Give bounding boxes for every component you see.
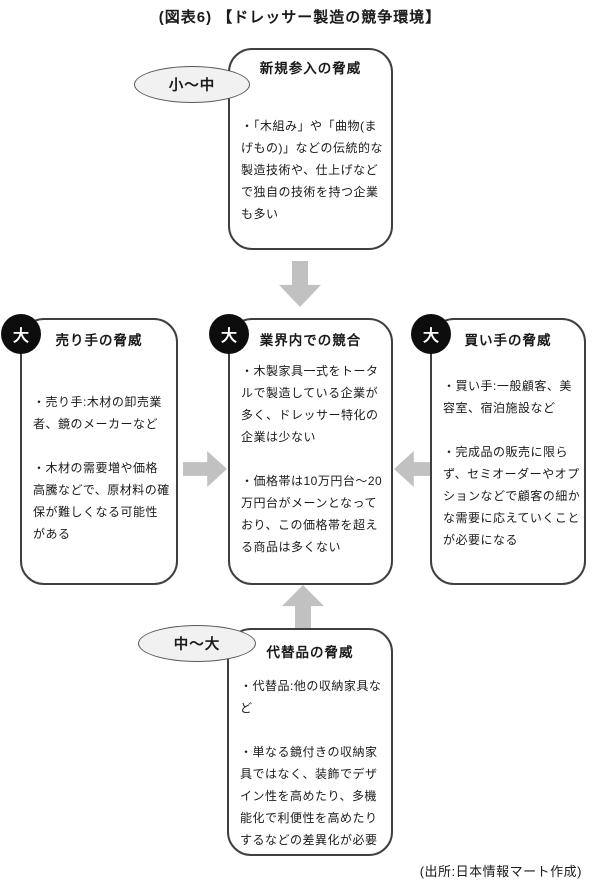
diagram-title: (図表6) 【ドレッサー製造の競争環境】 [158, 9, 442, 26]
bullet-text: ・価格帯は10万円台〜20万円台がメーンとなっており、この価格帯を超える商品は多… [241, 474, 383, 554]
node-substitutes: 中〜大 代替品の脅威 ・代替品:他の収納家具など ・単なる鏡付きの収納家具ではな… [138, 625, 393, 856]
node-body: ・買い手:一般顧客、美容室、宿泊施設など ・完成品の販売に限らず、セミオーダーや… [432, 375, 584, 551]
node-suppliers: 大 売り手の脅威 ・売り手:木材の卸売業者、鏡のメーカーなど ・木材の需要増や価… [1, 314, 178, 585]
node-body: ・代替品:他の収納家具など ・単なる鏡付きの収納家具ではなく、装飾でデザイン性を… [229, 675, 391, 851]
source-note: (出所:日本情報マート作成) [419, 864, 582, 879]
node-header: 代替品の脅威 [266, 645, 354, 660]
bullet-text: ・単なる鏡付きの収納家具ではなく、装飾でデザイン性を高めたり、多機能化で利便性を… [240, 745, 378, 847]
node-header: 買い手の脅威 [464, 333, 552, 348]
node-header: 新規参入の脅威 [259, 61, 362, 76]
threat-level-badge: 大 [1, 314, 41, 354]
threat-level-badge: 中〜大 [138, 625, 256, 662]
threat-level-badge: 大 [209, 314, 249, 354]
node-header: 売り手の脅威 [55, 333, 143, 348]
bullet-text: ・木材の需要増や価格高騰などで、原材料の確保が難しくなる可能性がある [33, 461, 170, 541]
bullet-text: ・木製家具一式をトータルで製造している企業が多く、ドレッサー特化の企業は少ない [241, 364, 379, 444]
node-body: ・「木組み」や「曲物(まげもの)」などの伝統的な製造技術や、仕上げなどで独自の技… [230, 115, 391, 225]
node-body: ・売り手:木材の卸売業者、鏡のメーカーなど ・木材の需要増や価格高騰などで、原材… [22, 391, 176, 545]
arrow-right-icon [183, 451, 227, 487]
arrow-down-icon [279, 261, 321, 307]
bullet-text: ・代替品:他の収納家具など [240, 679, 382, 715]
threat-level-badge: 小〜中 [134, 66, 250, 103]
arrow-up-icon [282, 585, 324, 629]
node-rivalry: 大 業界内での競合 ・木製家具一式をトータルで製造している企業が多く、ドレッサー… [209, 314, 393, 585]
bullet-text: ・売り手:木材の卸売業者、鏡のメーカーなど [33, 395, 162, 431]
node-header: 業界内での競合 [259, 333, 362, 348]
node-body: ・木製家具一式をトータルで製造している企業が多く、ドレッサー特化の企業は少ない … [230, 360, 391, 558]
node-buyers: 大 買い手の脅威 ・買い手:一般顧客、美容室、宿泊施設など ・完成品の販売に限ら… [411, 314, 586, 585]
node-new-entrants: 小〜中 新規参入の脅威 ・「木組み」や「曲物(まげもの)」などの伝統的な製造技術… [134, 48, 393, 250]
threat-level-badge: 大 [411, 314, 451, 354]
bullet-text: ・「木組み」や「曲物(まげもの)」などの伝統的な製造技術や、仕上げなどで独自の技… [241, 119, 383, 221]
bullet-text: ・買い手:一般顧客、美容室、宿泊施設など [443, 379, 572, 415]
bullet-text: ・完成品の販売に限らず、セミオーダーやオプションなどで顧客の細かな需要に応えてい… [443, 445, 581, 547]
